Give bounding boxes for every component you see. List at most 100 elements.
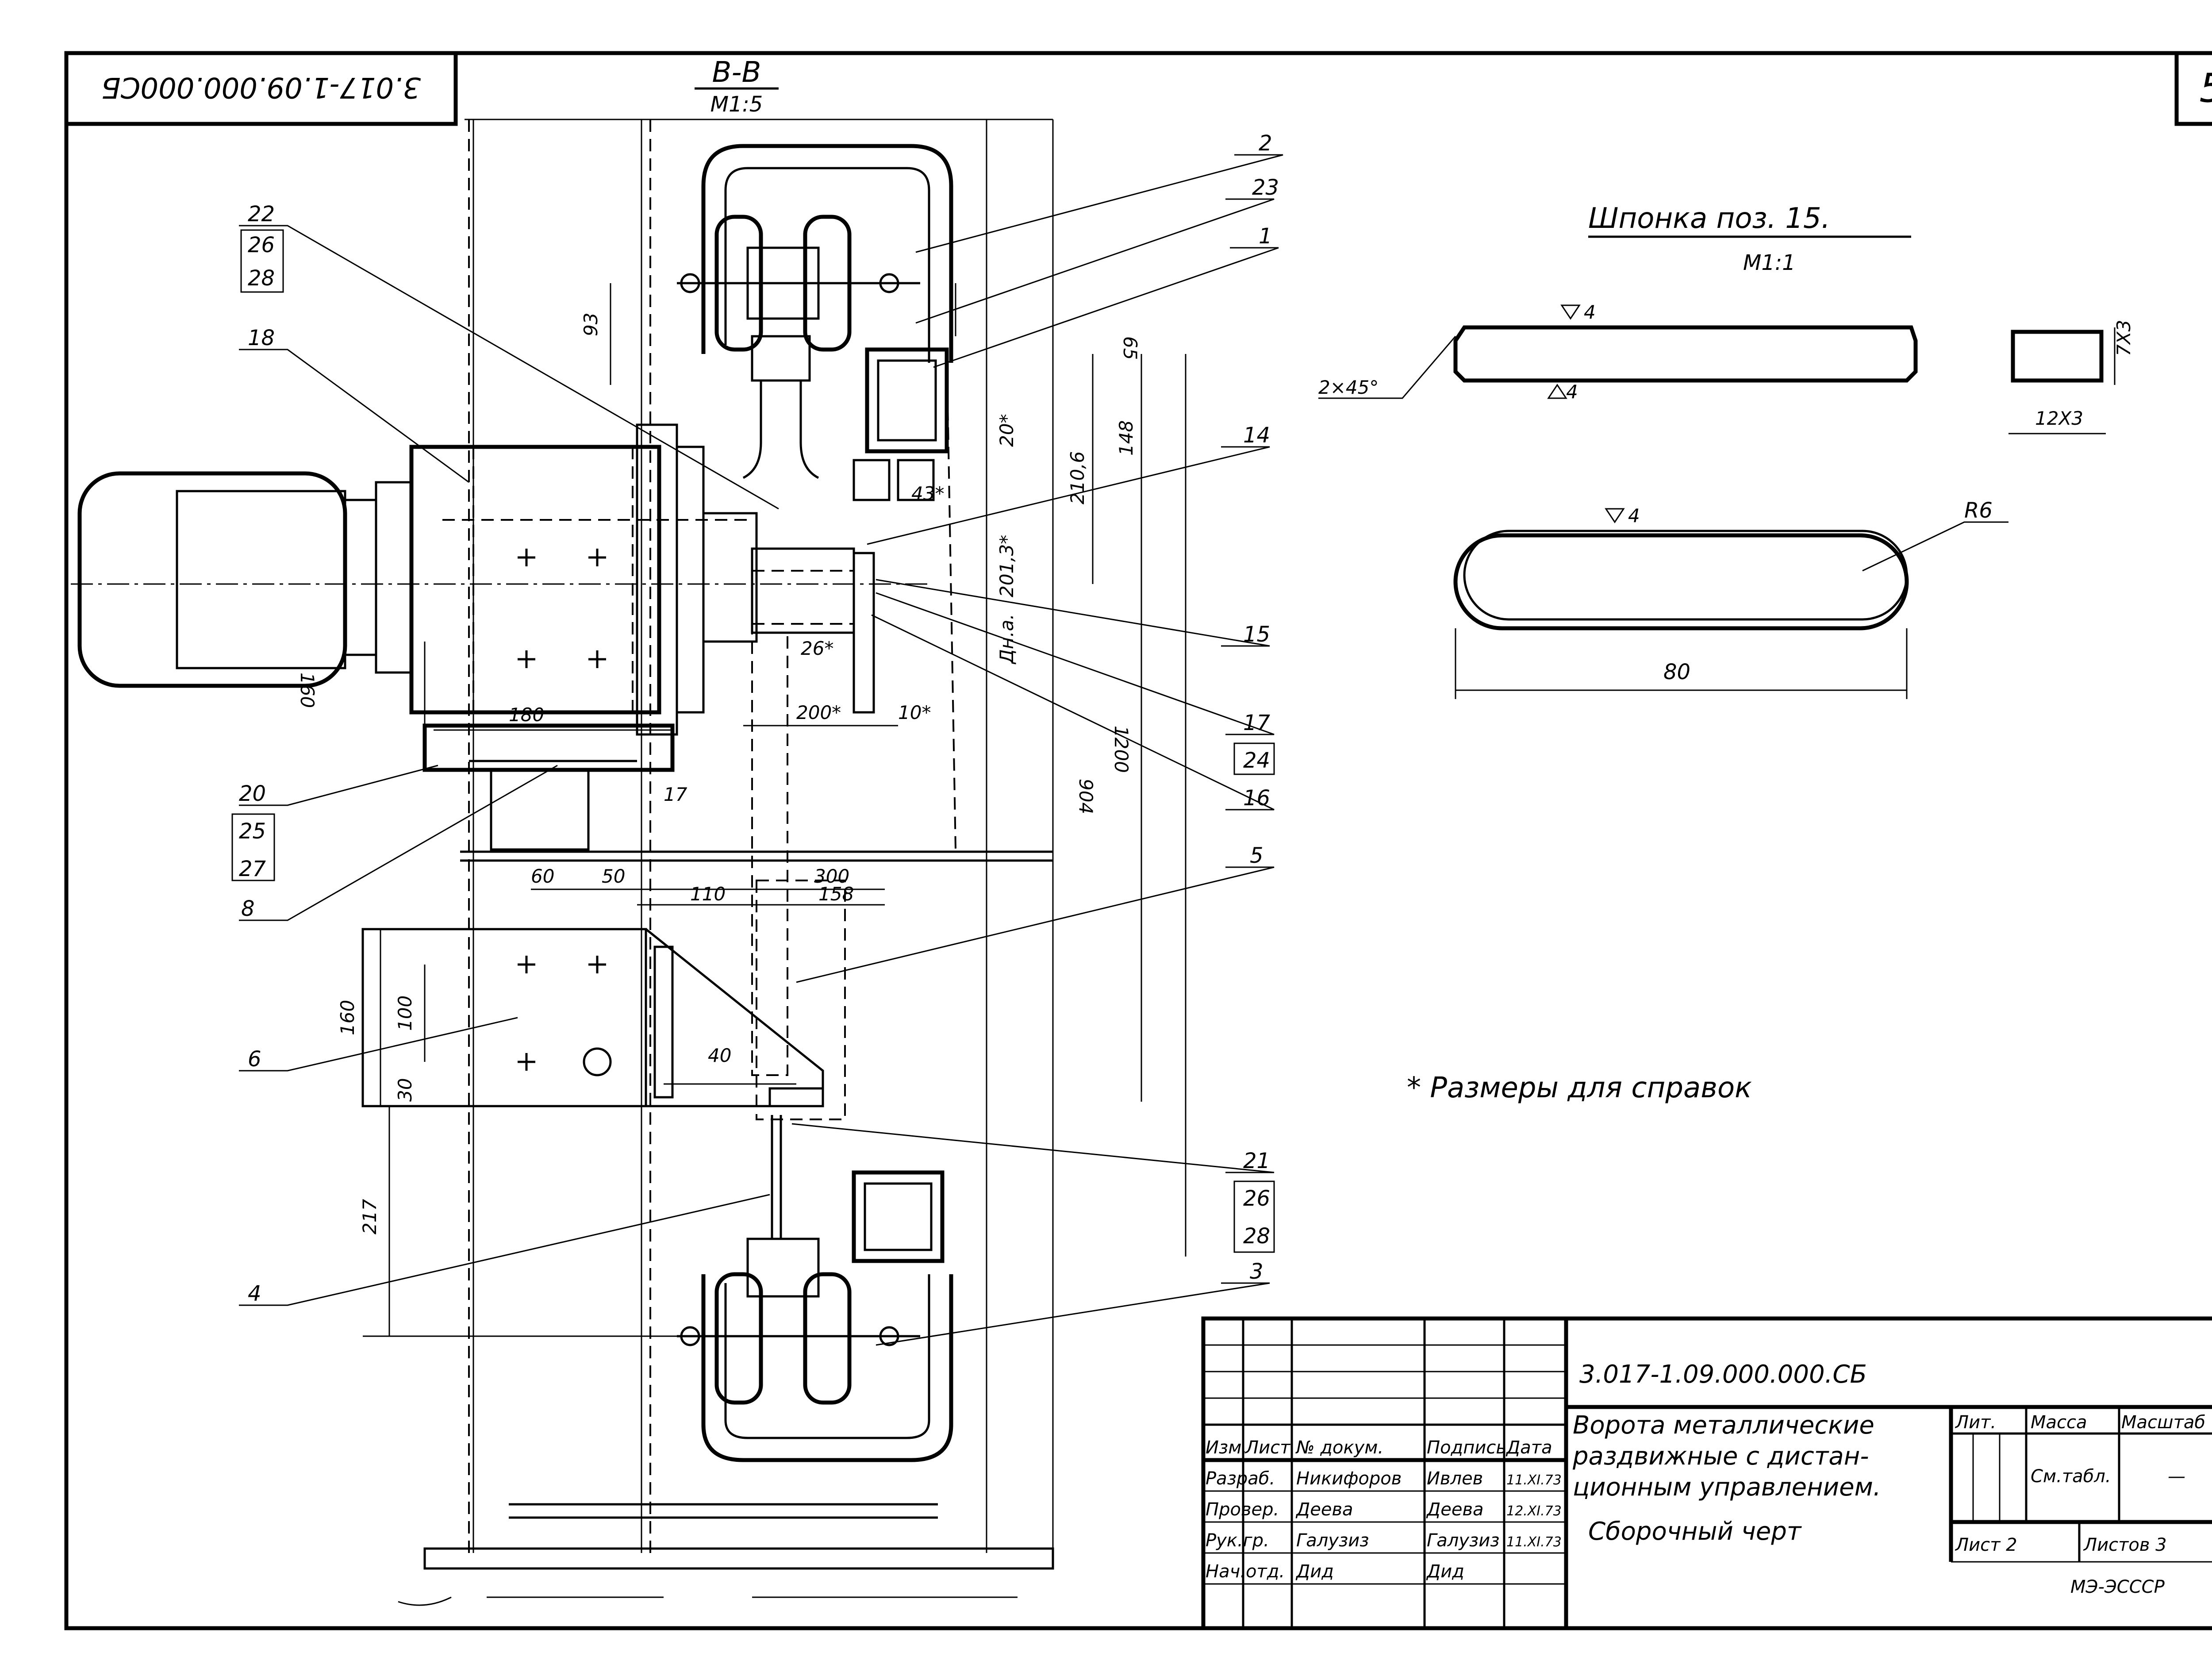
key-detail: Шпонка поз. 15. М1:1 4 4 2×45° 7Х3 12Х3 … [1318, 202, 2135, 699]
org-label: МЭ-ЭСССР [2070, 1577, 2165, 1597]
title-block [1201, 1316, 2212, 1630]
callout-1: 1 [1259, 224, 1272, 249]
mass-label: Масса [2031, 1412, 2087, 1433]
dim-160b: 160 [337, 1000, 358, 1035]
dim-dnag: Дн.а. [996, 614, 1018, 665]
gear-motor [71, 423, 929, 851]
row-name-3: Дид [1295, 1561, 1334, 1582]
header-izm: Изм. [1206, 1438, 1247, 1458]
dimension-texts: 93 65 20* 210,6 148 43* 201,3* Дн.а. 26*… [296, 313, 1141, 1234]
row-sign-2: Галузиз [1427, 1530, 1500, 1551]
dim-30: 30 [394, 1078, 416, 1102]
callout-21: 21 [1243, 1149, 1270, 1173]
title-block-designation: 3.017-1.09.000.000.СБ [1579, 1360, 1867, 1389]
callout-20: 20 [239, 781, 266, 806]
row-sign-1: Деева [1426, 1499, 1484, 1520]
sheet-number: 5 [2199, 65, 2212, 111]
mounting-bracket [361, 880, 846, 1120]
dim-10: 10* [898, 702, 931, 723]
dim-158: 158 [818, 883, 854, 905]
key-roughness-3: 4 [1628, 505, 1640, 527]
callout-8: 8 [241, 896, 255, 921]
dim-40: 40 [708, 1045, 731, 1066]
lit-label: Лит. [1955, 1412, 1996, 1433]
scale-label: Масштаб [2121, 1412, 2205, 1433]
dim-148: 148 [1115, 420, 1137, 456]
dim-904: 904 [1075, 779, 1097, 814]
header-sign: Подпись [1427, 1438, 1506, 1458]
dim-100: 100 [394, 996, 416, 1031]
dim-60: 60 [531, 865, 554, 887]
dimension-lines [363, 283, 1187, 1337]
key-detail-title: Шпонка поз. 15. [1588, 202, 1830, 235]
title-block-doc-type: Сборочный черт [1588, 1517, 1802, 1546]
dim-1200: 1200 [1110, 726, 1132, 773]
key-detail-scale: М1:1 [1743, 250, 1796, 275]
title-block-name-line-2: раздвижные с дистан- [1572, 1442, 1869, 1471]
callout-28b: 28 [1243, 1224, 1270, 1249]
key-radius: R6 [1964, 498, 1993, 523]
row-sign-3: Дид [1426, 1561, 1464, 1582]
dim-65: 65 [1119, 336, 1141, 360]
callout-16: 16 [1243, 786, 1270, 811]
title-block-name-line-1: Ворота металлические [1573, 1411, 1874, 1440]
key-roughness-1: 4 [1584, 301, 1596, 323]
callout-25: 25 [239, 819, 266, 844]
mass-value: См.табл. [2031, 1466, 2111, 1487]
callout-14: 14 [1243, 423, 1270, 448]
title-block-name-line-3: ционным управлением. [1573, 1473, 1881, 1502]
dim-200: 200* [796, 702, 841, 723]
row-role-1: Провер. [1206, 1499, 1279, 1520]
callout-labels: 2 23 1 14 15 17 24 16 5 21 26 28 3 22 26… [231, 131, 1279, 1306]
callout-5: 5 [1250, 843, 1263, 868]
upper-roller-assembly [677, 144, 956, 850]
callout-17b: 17 [664, 784, 687, 805]
dim-300: 300 [814, 865, 849, 887]
callout-22: 22 [248, 202, 275, 227]
dim-20: 20* [996, 414, 1018, 447]
dim-180: 180 [509, 704, 544, 726]
dim-2013: 201,3* [996, 535, 1018, 597]
dim-26: 26* [801, 638, 833, 659]
dim-160a: 160 [296, 673, 318, 708]
callout-27: 27 [239, 857, 266, 881]
callout-2: 2 [1259, 131, 1272, 156]
leader-lines [239, 154, 1283, 1346]
dim-217: 217 [359, 1199, 380, 1234]
callout-17: 17 [1243, 711, 1271, 735]
row-role-2: Рук.гр. [1206, 1530, 1269, 1551]
row-role-0: Разраб. [1206, 1468, 1275, 1489]
row-name-1: Деева [1295, 1499, 1353, 1520]
header-list: Лист [1244, 1438, 1291, 1458]
row-date-1: 12.XI.73 [1506, 1503, 1562, 1519]
reference-note: * Размеры для справок [1407, 1072, 1752, 1104]
gate-post [398, 119, 1054, 1606]
callout-18: 18 [248, 326, 275, 350]
dim-50: 50 [602, 865, 625, 887]
callout-6: 6 [248, 1047, 261, 1072]
callout-4: 4 [248, 1281, 261, 1306]
lower-roller-assembly [677, 1115, 953, 1462]
drawing-code-stamp: 3.017-1.09.000.000СБ [101, 71, 421, 104]
dim-93: 93 [580, 313, 602, 336]
sheet-label: Лист 2 [1955, 1535, 2017, 1555]
section-scale: М1:5 [710, 92, 763, 117]
callout-23: 23 [1252, 175, 1279, 200]
sheet-frame [64, 51, 2212, 1630]
key-roughness-2: 4 [1566, 381, 1578, 403]
section-title: В-В [712, 56, 761, 89]
callout-26a: 26 [248, 233, 275, 258]
drive-shaft [751, 547, 875, 1076]
row-name-0: Никифоров [1296, 1468, 1402, 1489]
row-date-0: 11.XI.73 [1506, 1472, 1562, 1488]
callout-15: 15 [1243, 622, 1270, 647]
dim-43: 43* [911, 483, 944, 504]
key-section-width: 12Х3 [2035, 407, 2083, 429]
row-name-2: Галузиз [1296, 1530, 1369, 1551]
row-date-2: 11.XI.73 [1506, 1534, 1562, 1550]
row-role-3: Нач.отд. [1206, 1561, 1285, 1582]
dim-210: 210,6 [1067, 451, 1088, 504]
sheets-label: Листов 3 [2083, 1535, 2167, 1555]
callout-24: 24 [1243, 748, 1270, 773]
callout-26b: 26 [1243, 1186, 1270, 1211]
